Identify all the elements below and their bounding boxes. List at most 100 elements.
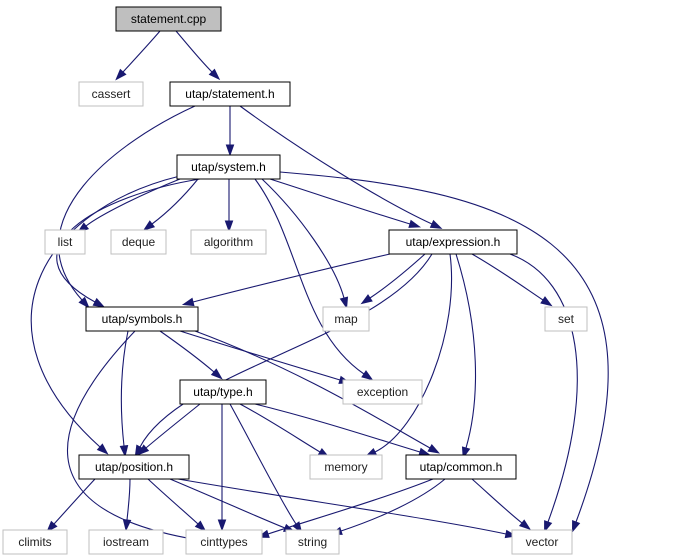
edge-line <box>261 178 345 299</box>
edge-line <box>239 105 433 225</box>
node-system-h[interactable]: utap/system.h <box>176 154 281 180</box>
edge-line <box>194 330 431 449</box>
node-cinttypes: cinttypes <box>185 529 263 555</box>
arrow-head-icon <box>224 220 234 233</box>
node-label: utap/type.h <box>193 385 252 399</box>
node-label: algorithm <box>204 235 253 249</box>
node-label: utap/system.h <box>191 160 266 174</box>
edge-expression-h-to-vector <box>509 253 578 533</box>
node-label: deque <box>122 235 156 249</box>
node-common-h[interactable]: utap/common.h <box>405 454 517 480</box>
edge-position-h-to-cinttypes <box>147 478 207 532</box>
edge-line <box>455 253 476 449</box>
node-statement-cpp[interactable]: statement.cpp <box>115 6 222 32</box>
node-box <box>544 306 588 332</box>
node-label: utap/common.h <box>420 460 503 474</box>
node-box <box>78 454 190 480</box>
arrow-head-icon <box>92 297 106 308</box>
node-type-h[interactable]: utap/type.h <box>179 379 267 405</box>
edge-line <box>175 30 213 73</box>
node-label: utap/expression.h <box>406 235 501 249</box>
arrow-head-icon <box>208 68 221 81</box>
node-box <box>342 379 423 405</box>
arrow-head-icon <box>46 520 58 533</box>
edge-statement-h-to-symbols-h <box>58 105 196 309</box>
node-string: string <box>285 529 340 555</box>
edge-line <box>254 178 365 375</box>
arrow-head-icon <box>544 520 553 533</box>
node-deque: deque <box>110 229 167 255</box>
arrow-head-icon <box>518 519 532 531</box>
arrow-head-icon <box>408 219 422 228</box>
arrow-head-icon <box>78 296 90 309</box>
node-symbols-h[interactable]: utap/symbols.h <box>85 306 199 332</box>
node-box <box>285 529 340 555</box>
edge-line <box>267 478 434 535</box>
edge-statement-h-to-expression-h <box>239 105 443 229</box>
node-memory: memory <box>309 454 383 480</box>
node-label: climits <box>18 535 51 549</box>
edge-line <box>30 175 181 448</box>
edge-line <box>85 178 181 227</box>
edge-line <box>509 253 578 523</box>
node-box <box>88 529 164 555</box>
node-box <box>309 454 383 480</box>
edge-expression-h-to-memory <box>364 253 453 458</box>
arrow-head-icon <box>122 519 132 532</box>
edge-line <box>369 253 426 299</box>
edge-statement-cpp-to-cassert <box>115 30 161 81</box>
edge-system-h-to-position-h <box>30 175 181 455</box>
edge-line <box>147 478 199 525</box>
arrow-head-icon <box>360 294 373 305</box>
edge-line <box>126 478 131 521</box>
edge-type-h-to-position-h <box>137 403 201 456</box>
edge-system-h-to-algorithm <box>224 178 234 233</box>
edge-line <box>177 478 507 535</box>
edge-line <box>471 478 523 524</box>
node-position-h[interactable]: utap/position.h <box>78 454 190 480</box>
edge-system-h-to-symbols-h <box>56 178 201 308</box>
arrow-head-icon <box>571 519 581 533</box>
edge-line <box>279 171 609 523</box>
arrow-head-icon <box>339 296 349 310</box>
arrow-head-icon <box>115 68 127 81</box>
edge-line <box>56 178 201 303</box>
edge-statement-cpp-to-statement-h <box>175 30 221 81</box>
arrow-head-icon <box>225 144 235 157</box>
node-box <box>44 229 86 255</box>
arrow-head-icon <box>119 445 129 458</box>
edge-symbols-h-to-common-h <box>194 330 440 454</box>
node-algorithm: algorithm <box>190 229 267 255</box>
arrow-head-icon <box>137 444 150 456</box>
node-box <box>511 529 573 555</box>
node-set: set <box>544 306 588 332</box>
edge-line <box>229 403 297 525</box>
edge-line <box>471 253 544 301</box>
edge-line <box>269 178 411 225</box>
node-label: utap/symbols.h <box>102 312 183 326</box>
node-exception: exception <box>342 379 423 405</box>
edge-symbols-h-to-exception <box>179 330 352 384</box>
node-statement-h[interactable]: utap/statement.h <box>169 81 291 107</box>
arrow-head-icon <box>217 519 227 532</box>
edge-type-h-to-string <box>229 403 303 534</box>
edge-system-h-to-deque <box>142 178 199 231</box>
edge-line <box>145 403 201 449</box>
edge-system-h-to-exception <box>254 178 374 381</box>
edge-expression-h-to-common-h <box>455 253 476 460</box>
arrow-head-icon <box>427 444 440 454</box>
node-expression-h[interactable]: utap/expression.h <box>388 229 518 255</box>
edge-system-h-to-vector <box>279 171 609 533</box>
node-box <box>78 81 144 107</box>
edge-line <box>340 478 446 532</box>
node-label: vector <box>526 535 559 549</box>
arrow-head-icon <box>418 447 432 456</box>
edge-line <box>139 253 433 448</box>
node-label: iostream <box>103 535 149 549</box>
edge-system-h-to-list <box>76 178 181 234</box>
node-map: map <box>322 306 370 332</box>
node-climits: climits <box>2 529 68 555</box>
node-label: utap/position.h <box>95 460 173 474</box>
node-box <box>169 81 291 107</box>
edge-line <box>67 330 199 541</box>
